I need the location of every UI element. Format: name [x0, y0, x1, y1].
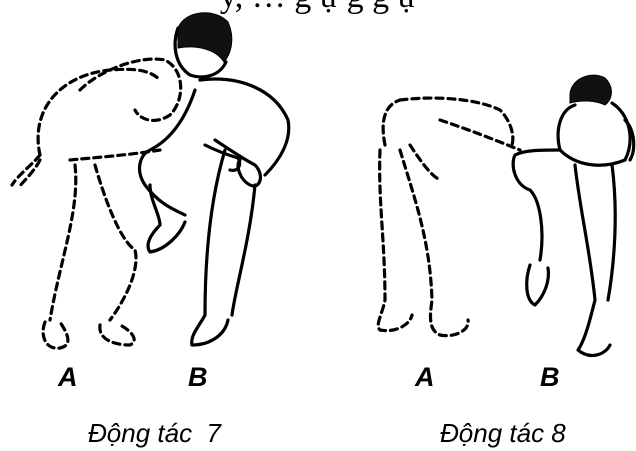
- figure-8-label-b: B: [540, 362, 560, 393]
- fighter-a-fig8: [378, 98, 520, 336]
- figure-8-caption: Động tác 8: [440, 418, 566, 449]
- figure-8-label-a: A: [415, 362, 435, 393]
- figure-7-label-a: A: [58, 362, 78, 393]
- figure-7-label-b: B: [188, 362, 208, 393]
- figure-7-caption: Động tác 7: [88, 418, 221, 449]
- fighter-b-fig8: [513, 75, 634, 355]
- figure-8-drawing: [378, 75, 633, 355]
- fighter-b-fig7: [140, 13, 289, 345]
- figure-7-drawing: [12, 13, 289, 348]
